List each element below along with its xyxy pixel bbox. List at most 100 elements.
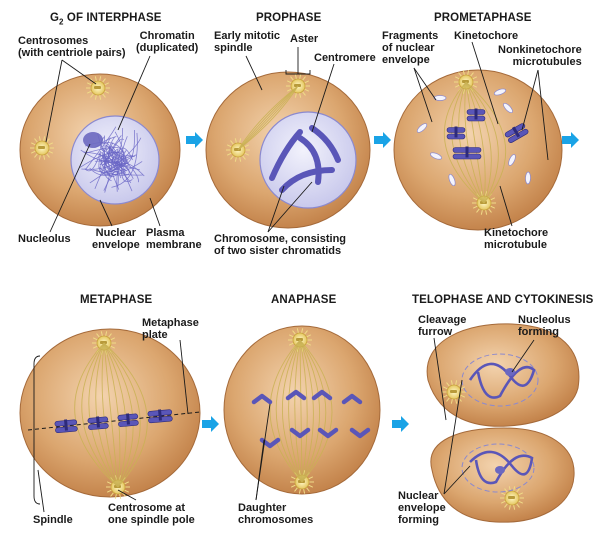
chromosome-prometaphase-2 [466,108,486,122]
chromosome-prophase-3 [279,167,335,193]
chromosome-metaphase-4 [147,409,173,424]
leader-centrosome-pole [117,489,137,501]
label-aster: Aster [290,33,319,45]
title-g2-interphase: G2 OF INTERPHASE [50,12,162,27]
spindle-prometaphase [444,81,506,204]
arrow-prophase-to-prometaphase [374,132,391,148]
leader-chromatin [117,55,151,131]
cell-metaphase [19,328,201,498]
daughter-chromosome [311,389,333,401]
title-anaphase: ANAPHASE [271,294,337,306]
chromosome-metaphase-1 [54,419,78,434]
label-centrosomes: Centrosomes(with centriole pairs) [18,35,126,59]
nuclear-fragment [493,88,507,96]
nuclear-fragment [430,152,442,160]
leader-nucleolus [49,143,91,233]
label-kinetochore: Kinetochore [454,30,519,42]
leader-daughter-b [255,403,271,501]
reforming-nucleus-top [461,353,539,407]
label-nucleolus: Nucleolus [18,233,71,245]
chromosome-prophase-4 [309,125,341,163]
daughter-cell-bottom [430,427,575,523]
leader-nonkinetochore-b [537,69,549,161]
leader-early-spindle [245,55,263,91]
reforming-nucleus-bottom [461,443,535,493]
leader-spindle [37,469,45,513]
leader-nuclear-envelope [99,199,113,227]
label-centromere: Centromere [314,52,376,64]
leader-centrosomes-a [61,59,97,85]
daughter-chromosome [317,427,339,439]
leader-centrosomes-b [45,59,63,143]
daughter-cell-top [426,323,580,427]
chromosome-metaphase-3 [117,413,139,427]
arrow-anaphase-to-telophase [392,416,409,432]
leader-metaphase-plate [179,339,189,415]
chromosome-prophase-1 [269,129,303,181]
chromatin-g2 [79,126,145,193]
daughter-chromosome [289,427,311,439]
arrow-prometaphase-continue [562,132,579,148]
daughter-chromosome [251,393,273,405]
nuclear-fragment [503,102,513,114]
leader-chromosome-b [267,181,313,233]
nucleus-prophase [259,111,357,209]
daughter-chromosome [285,389,307,401]
spindle-anaphase [269,339,333,483]
spindle-bracket [33,355,41,505]
leader-fragments-b [413,67,437,101]
leader-cleavage [433,337,447,421]
leader-fragments-a [413,67,433,123]
title-metaphase: METAPHASE [80,294,153,306]
chromosome-metaphase-2 [87,416,109,430]
nuclear-fragment [416,123,428,133]
leader-kinetochore [471,41,499,125]
centrosome-g2-b [30,136,54,160]
chromosome-prometaphase-1 [446,126,466,140]
title-telophase-cytokinesis: TELOPHASE AND CYTOKINESIS [412,294,594,306]
centrosome-telophase-top [442,380,466,404]
label-spindle: Spindle [33,514,73,526]
nuclear-fragment [448,173,456,187]
leader-nonkinetochore-a [521,69,539,131]
leader-nuclear-forming-a [443,465,471,495]
leader-nucleolus-forming [511,339,535,373]
chromosome-prometaphase-3 [504,123,529,143]
leader-nuclear-forming-b [443,379,463,495]
spindle-prophase [237,85,299,151]
label-chromatin: Chromatin(duplicated) [136,30,199,54]
leader-centromere [311,63,335,133]
nuclear-fragment [433,95,447,101]
nuclear-fragment [508,154,516,166]
title-prophase: PROPHASE [256,12,322,24]
arrow-metaphase-to-anaphase [202,416,219,432]
daughter-chromosome [349,427,371,439]
daughter-chromosome [341,393,363,405]
nuclear-fragment [525,171,531,185]
metaphase-plate-line [27,411,201,431]
leader-chromosome-a [267,185,285,233]
leader-plasma-membrane [149,197,161,227]
nucleolus-g2 [83,132,103,148]
chromosome-prophase-2 [297,135,322,185]
leader-kinetochore-mt [499,185,513,227]
arrow-g2-to-prophase [186,132,203,148]
title-prometaphase: PROMETAPHASE [434,12,532,24]
centrosome-telophase-bottom [500,486,524,510]
chromosome-prometaphase-4 [452,146,482,160]
